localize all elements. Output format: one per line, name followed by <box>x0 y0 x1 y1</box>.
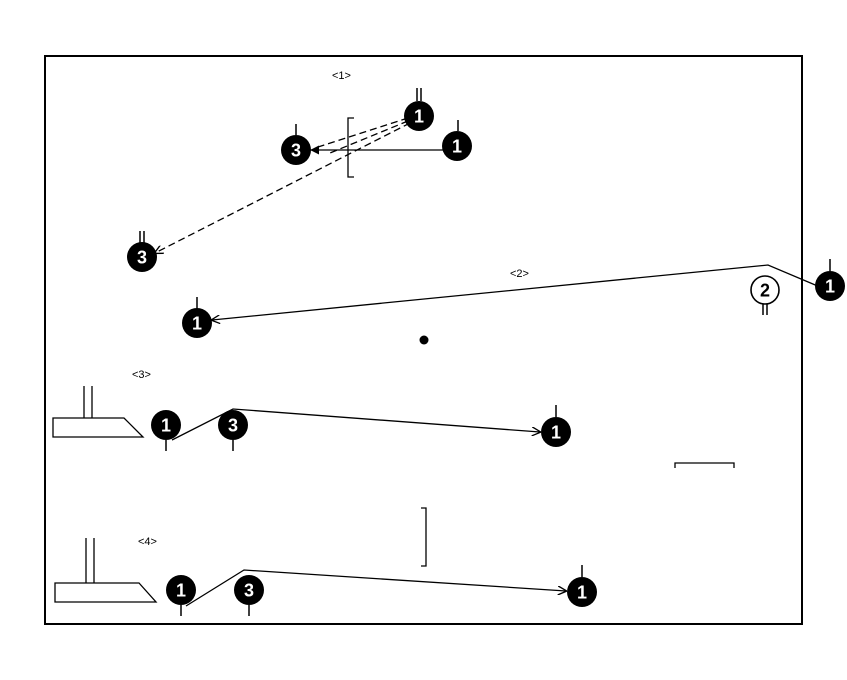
dashed-connector <box>317 117 409 148</box>
marker-badge-1: 1 <box>541 405 571 447</box>
dashed-connector <box>155 122 411 253</box>
route-connector <box>171 408 540 441</box>
marker-badge-1: 1 <box>151 410 181 451</box>
svg-text:3: 3 <box>244 581 254 601</box>
marker-badge-3: 3 <box>281 124 311 165</box>
svg-text:1: 1 <box>161 416 171 436</box>
svg-text:1: 1 <box>414 107 424 127</box>
marker-badge-1: 1 <box>166 575 196 616</box>
marker-badge-3: 3 <box>234 575 264 616</box>
bracket-top <box>674 462 735 468</box>
route-connector <box>185 569 566 607</box>
ship-silhouette <box>54 538 158 603</box>
bracket-left <box>347 117 354 178</box>
marker-badge-1: 1 <box>404 88 434 131</box>
section-label-2: <2> <box>510 268 529 280</box>
marker-badge-1: 1 <box>442 120 472 161</box>
marker-badge-3: 3 <box>218 410 248 451</box>
section-label-1: <1> <box>332 70 351 82</box>
ship-silhouette <box>52 386 145 438</box>
dashed-connector <box>329 120 409 154</box>
marker-badge-2-open: 2 <box>750 275 780 315</box>
diagram-frame <box>44 55 803 625</box>
bracket-right <box>421 507 427 567</box>
marker-badge-3: 3 <box>127 231 157 272</box>
svg-text:1: 1 <box>577 583 587 603</box>
marker-badge-1: 1 <box>815 259 845 301</box>
svg-text:3: 3 <box>291 141 301 161</box>
svg-text:1: 1 <box>825 277 835 297</box>
section-label-3: <3> <box>132 369 151 381</box>
svg-text:3: 3 <box>137 248 147 268</box>
marker-badge-1: 1 <box>182 297 212 338</box>
section-label-4: <4> <box>138 536 157 548</box>
svg-text:2: 2 <box>760 281 770 301</box>
svg-text:1: 1 <box>176 581 186 601</box>
svg-text:1: 1 <box>452 137 462 157</box>
svg-text:1: 1 <box>551 423 561 443</box>
marker-badge-1: 1 <box>567 565 597 607</box>
long-connector <box>212 264 821 320</box>
svg-text:1: 1 <box>192 314 202 334</box>
center-dot <box>419 335 429 345</box>
svg-text:3: 3 <box>228 416 238 436</box>
